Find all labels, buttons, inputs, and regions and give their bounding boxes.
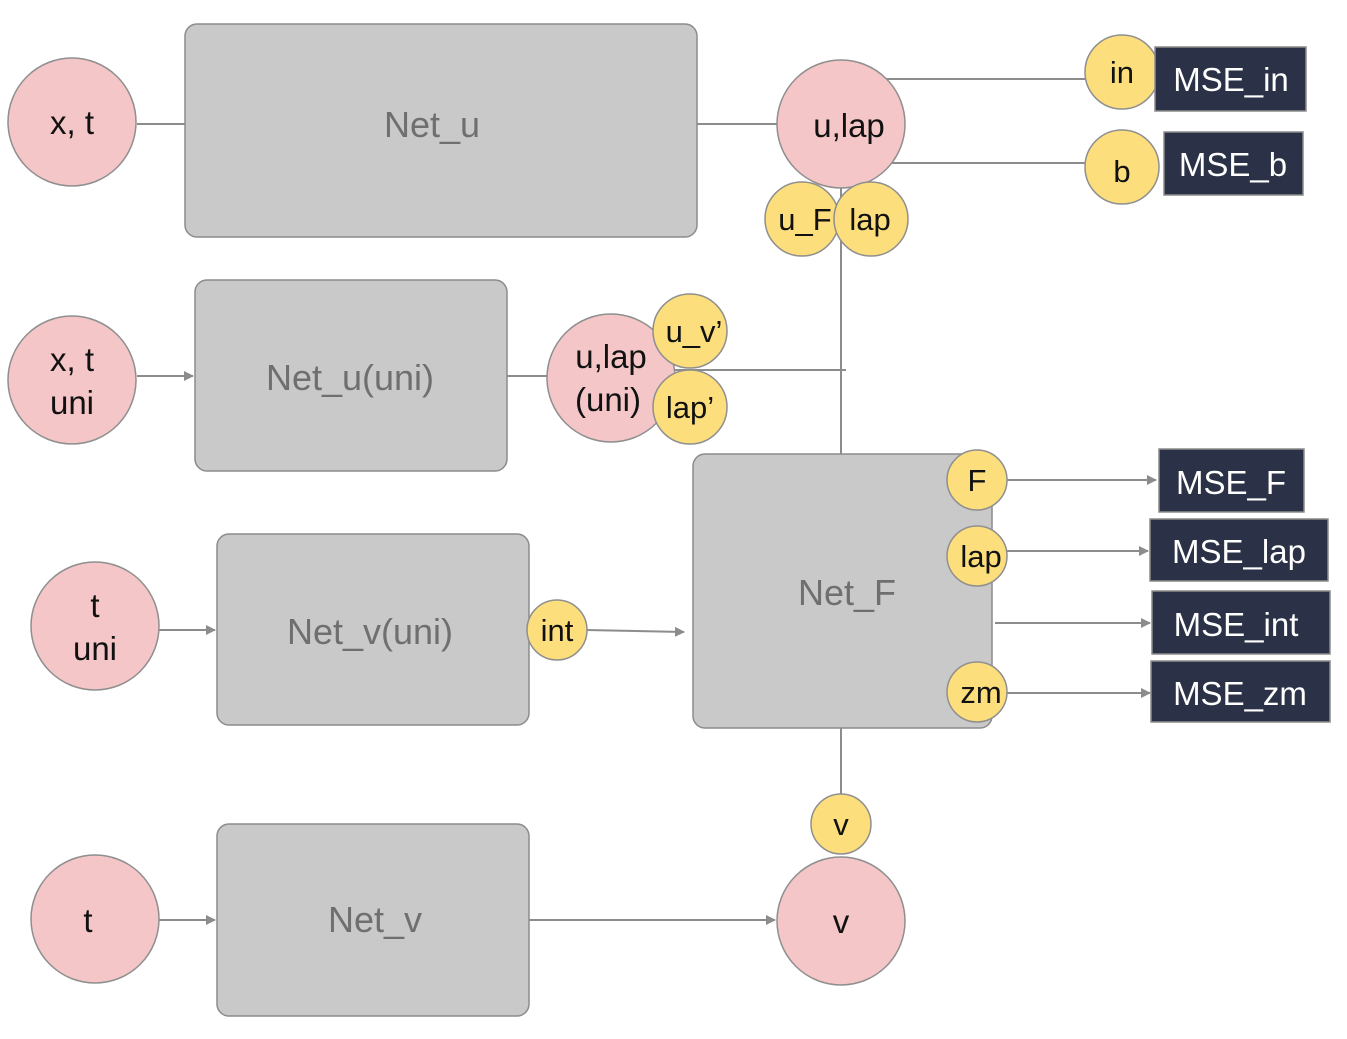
output-node-u-lap-uni: u,lap (uni)	[546, 313, 676, 443]
tag-lap-mid: lap	[946, 525, 1008, 587]
net-u-uni-box: Net_u(uni)	[194, 279, 508, 472]
tag-u-v-prime: u_v’	[652, 293, 728, 369]
tag-lap-prime-label: lap’	[666, 390, 714, 425]
input-node-xt-label: x, t	[50, 104, 94, 141]
tag-int: int	[526, 599, 588, 661]
output-node-u-lap: u,lap	[776, 59, 906, 189]
tag-lap-top: lap	[833, 181, 909, 257]
output-node-u-lap-uni-line2: (uni)	[575, 381, 641, 418]
net-u-uni-label: Net_u(uni)	[266, 357, 434, 398]
net-v-uni-box: Net_v(uni)	[216, 533, 530, 726]
input-node-t-label: t	[83, 902, 92, 939]
mse-in-box: MSE_in	[1154, 46, 1307, 112]
tag-u-v-prime-label: u_v’	[666, 314, 723, 349]
tag-in-label: in	[1110, 55, 1134, 90]
input-node-t-uni-line1: t	[90, 587, 99, 624]
tag-u-f-label: u_F	[778, 202, 831, 237]
mse-f-label: MSE_F	[1176, 464, 1286, 501]
mse-zm-label: MSE_zm	[1173, 675, 1307, 712]
tag-zm: zm	[946, 661, 1008, 723]
input-node-xt-uni-line2: uni	[50, 384, 94, 421]
mse-f-box: MSE_F	[1158, 448, 1305, 513]
mse-int-label: MSE_int	[1174, 606, 1299, 643]
mse-zm-box: MSE_zm	[1150, 660, 1331, 723]
edge-int-to-net-f	[585, 626, 685, 637]
input-node-t: t	[30, 854, 160, 984]
mse-b-label: MSE_b	[1179, 146, 1287, 183]
tag-b: b	[1084, 129, 1160, 205]
tag-int-label: int	[541, 613, 574, 648]
tag-v-small: v	[810, 793, 872, 855]
output-node-v-label: v	[833, 903, 850, 940]
tag-u-f: u_F	[764, 181, 840, 257]
input-node-xt-uni-line1: x, t	[50, 341, 94, 378]
input-node-xt: x, t	[7, 57, 137, 187]
input-node-t-uni: t uni	[30, 561, 160, 691]
tag-lap-top-label: lap	[849, 202, 890, 237]
mse-int-box: MSE_int	[1151, 590, 1331, 655]
net-v-uni-label: Net_v(uni)	[287, 611, 453, 652]
mse-lap-box: MSE_lap	[1149, 518, 1329, 582]
tag-f-label: F	[968, 463, 987, 498]
tag-f: F	[946, 449, 1008, 511]
tag-lap-mid-label: lap	[960, 539, 1001, 574]
tag-v-small-label: v	[833, 807, 849, 842]
tag-zm-label: zm	[960, 675, 1001, 710]
tag-in: in	[1084, 34, 1160, 110]
net-f-box: Net_F	[692, 453, 993, 729]
tag-b-label: b	[1113, 154, 1130, 189]
mse-in-label: MSE_in	[1173, 61, 1289, 98]
tag-lap-prime: lap’	[652, 369, 728, 445]
mse-b-box: MSE_b	[1163, 131, 1304, 196]
input-node-xt-uni: x, t uni	[7, 315, 137, 445]
output-node-v: v	[776, 856, 906, 986]
net-v-label: Net_v	[328, 899, 422, 940]
output-node-u-lap-uni-line1: u,lap	[575, 338, 647, 375]
input-node-t-uni-line2: uni	[73, 630, 117, 667]
output-node-u-lap-label: u,lap	[813, 107, 885, 144]
net-v-box: Net_v	[216, 823, 530, 1017]
net-u-box: Net_u	[184, 23, 698, 238]
net-u-label: Net_u	[384, 104, 480, 145]
mse-lap-label: MSE_lap	[1172, 533, 1306, 570]
net-f-label: Net_F	[798, 572, 896, 613]
